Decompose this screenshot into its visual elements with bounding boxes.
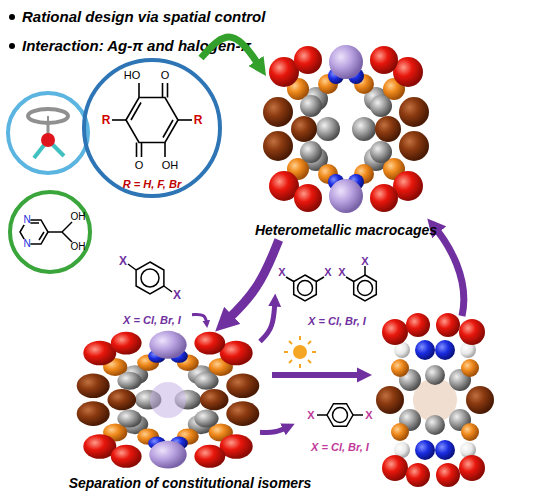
para-isomer: X X X = Cl, Br, I [290,395,390,457]
bullet-text: Rational design via spatial control [22,9,265,24]
reaction-arrow [260,426,290,433]
reaction-arrow [201,37,262,70]
light-symbol [284,336,316,368]
atom-label: X [307,410,314,421]
quinone-bonds [112,83,192,157]
atom-label: R [102,114,111,126]
reaction-arrow [260,299,275,342]
atom-label: X [361,256,368,267]
reaction-arrow [222,240,279,325]
release-arrow [272,372,366,378]
atom-label: X [278,267,285,278]
atom-label: HO [124,70,141,81]
atom-label: O [161,70,170,81]
atom-label: O [135,160,144,171]
formula-note: X = Cl, Br, I [123,315,181,326]
bullet [9,43,15,49]
node-title: Heterometallic macrocages [255,223,437,237]
atom-label: OH [162,160,179,171]
atom-label: X [324,267,331,278]
guest-molecule: X X X = Cl, Br, I [112,245,192,327]
atom-label: X [338,267,345,278]
host-guest-cage: Separation of constitutional isomers [70,325,260,490]
atom-label: X [173,289,181,301]
formula-note: X = Cl, Br, I [311,442,369,453]
atom-label: N [23,215,30,225]
ligand-circle: HO O R R O OH R = H, F, Br [82,58,222,198]
recycle-arrow [432,224,464,316]
macrocage [263,45,429,213]
macrocage-with-guest [77,331,260,469]
formula-note: X = Cl, Br, I [308,316,366,327]
linker-circle: N N OH OH [8,190,92,274]
macrocage-side-view [376,313,494,487]
organometallic-precursor [8,93,88,173]
atom-label: X [119,255,127,267]
formula-note: R = H, F, Br [123,179,181,190]
reaction-arrow [192,314,207,325]
macrocage: Heterometallic macrocages [262,40,430,240]
bullet-text: Interaction: Ag-π and halogen-π [22,38,251,53]
atom-label: N [23,239,30,249]
bullet [9,14,15,20]
atom-label: R [194,114,203,126]
circle-outline [82,58,222,198]
node-title: Separation of constitutional isomers [69,476,312,490]
atom-label: X [365,410,372,421]
atom-label: OH [71,212,86,222]
circle-outline [8,190,92,274]
meta-ortho-isomers: XXXXX = Cl, Br, I [275,255,400,328]
atom-label: OH [71,242,86,252]
